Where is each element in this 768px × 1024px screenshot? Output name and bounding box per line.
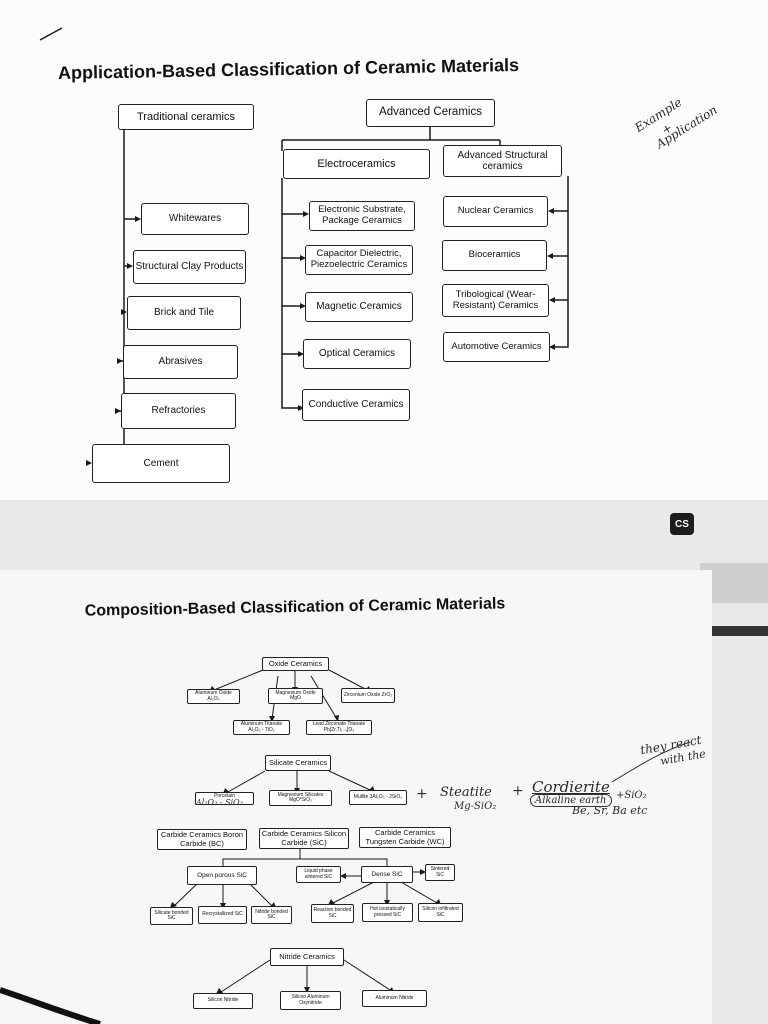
nitride-bonded-sic-box: Nitride bonded SiC	[251, 906, 292, 924]
aluminum-oxide-box: Aluminum Oxide Al₂O₃	[187, 689, 240, 704]
optical-ceramics-box: Optical Ceramics	[303, 339, 411, 369]
sintered-sic-box: Sintered SiC	[425, 864, 455, 881]
page-sheet-application: Application-Based Classification of Cera…	[0, 0, 768, 500]
automotive-ceramics-box: Automotive Ceramics	[443, 332, 550, 362]
advanced-ceramics-box: Advanced Ceramics	[366, 99, 495, 127]
silicon-aluminum-oxynitride-box: Silicon Aluminum Oxynitride	[280, 991, 341, 1010]
nuclear-ceramics-box: Nuclear Ceramics	[443, 196, 548, 227]
camscanner-badge: CS	[670, 513, 694, 535]
porcelain-box: Porcelain	[195, 792, 254, 805]
dense-sic-box: Dense SiC	[361, 866, 413, 883]
structural-clay-box: Structural Clay Products	[133, 250, 246, 284]
hand-elements: Be, Sr, Ba etc	[572, 804, 648, 817]
nitride-ceramics-box: Nitride Ceramics	[270, 948, 344, 966]
liquid-phase-sic-box: Liquid phase sintered SiC	[296, 866, 341, 883]
tungsten-carbide-box: Carbide Ceramics Tungsten Carbide (WC)	[359, 827, 451, 848]
silicon-carbide-box: Carbide Ceramics Silicon Carbide (SiC)	[259, 828, 349, 849]
magnesium-silicates-box: Magnesium Silicates MgO*SiO₂	[269, 790, 332, 806]
mullite-box: Mullite 3Al₂O₃ - 2SiO₂	[349, 790, 407, 805]
electroceramics-box: Electroceramics	[283, 149, 430, 179]
hand-plus-1: +	[416, 786, 428, 802]
boron-carbide-box: Carbide Ceramics Boron Carbide (BC)	[157, 829, 247, 850]
capacitor-dielectric-box: Capacitor Dielectric, Piezoelectric Cera…	[305, 245, 413, 275]
reaction-bonded-sic-box: Reaction bonded SiC	[311, 904, 354, 923]
background-sheet-band	[710, 626, 768, 636]
cement-box: Cement	[92, 444, 230, 483]
silicate-bonded-sic-box: Silicate bonded SiC	[150, 907, 193, 925]
hand-porcelain-formula: Al₂O₃ - SiO₂	[196, 798, 243, 807]
oxide-ceramics-box: Oxide Ceramics	[262, 657, 329, 671]
hand-sio2: +SiO₂	[616, 790, 647, 801]
aluminum-nitride-box: Aluminum Nitride	[362, 990, 427, 1007]
advanced-structural-box: Advanced Structural ceramics	[443, 145, 562, 177]
conductive-ceramics-box: Conductive Ceramics	[302, 389, 410, 421]
magnesium-oxide-box: Magnesium Oxide MgO	[268, 688, 323, 704]
whitewares-box: Whitewares	[141, 203, 249, 235]
silicon-infiltrated-sic-box: Silicon infiltrated SiC	[418, 903, 463, 922]
refractories-box: Refractories	[121, 393, 236, 429]
electronic-substrate-box: Electronic Substrate, Package Ceramics	[309, 201, 415, 231]
recrystallized-sic-box: Recrystallized SiC	[198, 906, 247, 924]
brick-tile-box: Brick and Tile	[127, 296, 241, 330]
abrasives-box: Abrasives	[123, 345, 238, 379]
silicon-nitride-box: Silicon Nitride	[193, 993, 253, 1009]
hand-alkaline-earth: Alkaline earth	[530, 794, 612, 807]
hand-steatite: Steatite	[440, 785, 492, 800]
lead-zirconate-box: Lead Zirconate Titanate Pb[Zr,Ti₁₋ₓ]O₃	[306, 720, 372, 735]
hand-steatite-formula: Mg-SiO₂	[454, 801, 497, 812]
hand-cordierite: Cordierite	[532, 778, 610, 796]
aluminum-titanate-box: Aluminum Titanate Al₂O₃ - TiO₂	[233, 720, 290, 735]
hot-isostatic-sic-box: Hot isostatically pressed SiC	[362, 903, 413, 922]
hand-plus-2: +	[512, 783, 524, 799]
magnetic-ceramics-box: Magnetic Ceramics	[305, 292, 413, 322]
open-porous-sic-box: Open porous SiC	[187, 866, 257, 885]
silicate-ceramics-box: Silicate Ceramics	[265, 755, 331, 771]
traditional-ceramics-box: Traditional ceramics	[118, 104, 254, 130]
tribological-ceramics-box: Tribological (Wear-Resistant) Ceramics	[442, 284, 549, 317]
zirconium-oxide-box: Zirconium Oxide ZrO₂	[341, 688, 395, 703]
bioceramics-box: Bioceramics	[442, 240, 547, 271]
